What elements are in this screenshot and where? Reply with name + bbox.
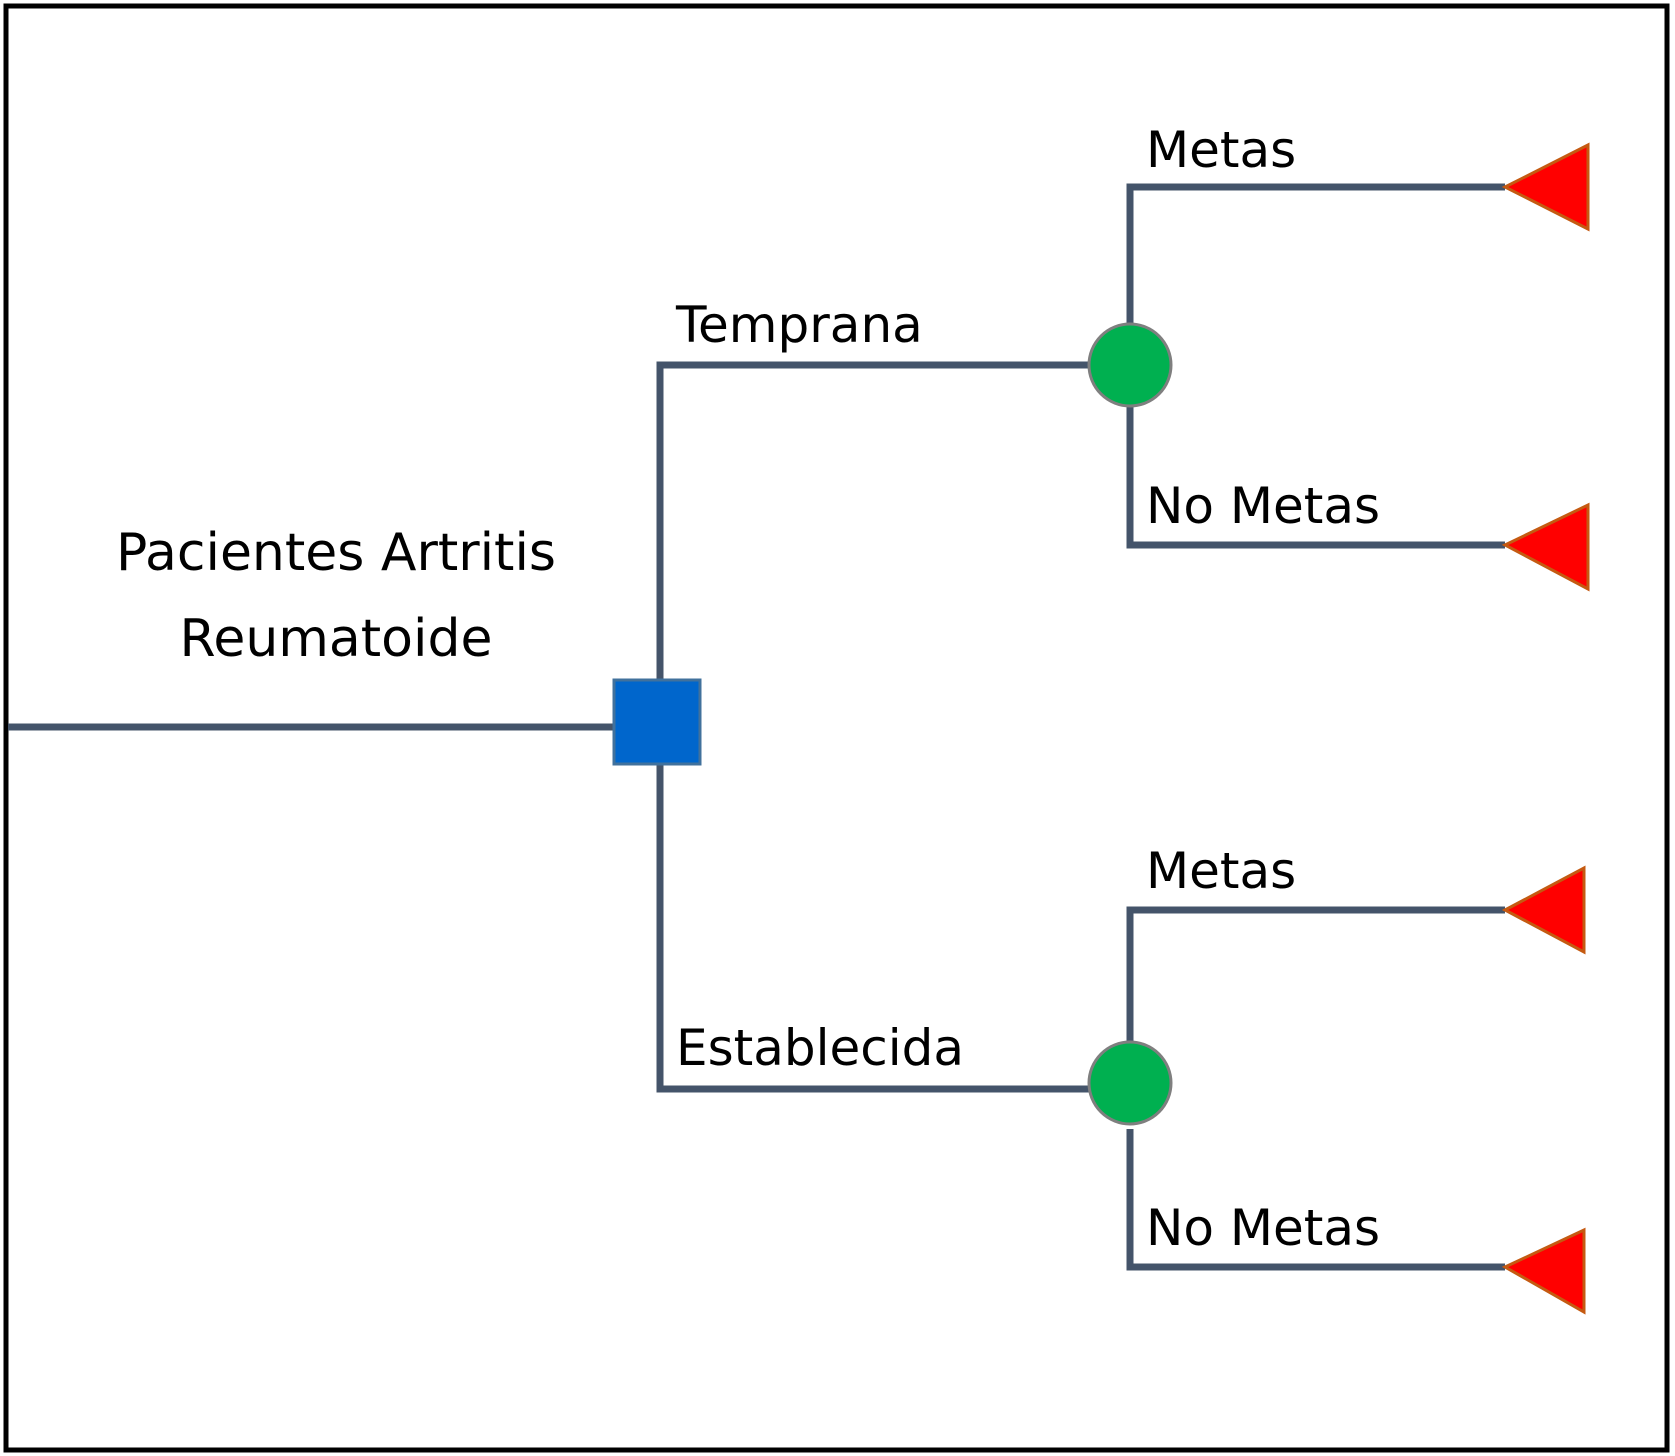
edge-temprana [656,361,1100,680]
decision-node-icon [612,678,702,766]
branch-label-establecida: Establecida [676,1019,964,1077]
terminal-node-establecida-metas-icon [1501,865,1586,955]
edge-establecida-metas [1126,906,1505,1049]
outcome-label-temprana-no-metas: No Metas [1146,477,1380,535]
chance-node-temprana-icon [1087,322,1173,408]
outcome-label-temprana-metas: Metas [1146,121,1296,179]
edge-temprana-metas [1126,183,1505,325]
edge-establecida [656,758,1100,1093]
chance-node-establecida-icon [1087,1040,1173,1126]
outcome-label-establecida-metas: Metas [1146,842,1296,900]
edge-establecida-no-metas [1126,1129,1505,1271]
outcome-label-establecida-no-metas: No Metas [1146,1199,1380,1257]
edge-temprana-no-metas [1126,405,1505,549]
terminal-node-temprana-metas-icon [1501,142,1590,232]
terminal-node-temprana-no-metas-icon [1501,502,1590,592]
terminal-node-establecida-no-metas-icon [1501,1227,1586,1315]
branch-label-temprana: Temprana [675,296,923,354]
root-label-line2: Reumatoide [180,609,493,669]
root-label-line1: Pacientes Artritis [116,523,556,583]
